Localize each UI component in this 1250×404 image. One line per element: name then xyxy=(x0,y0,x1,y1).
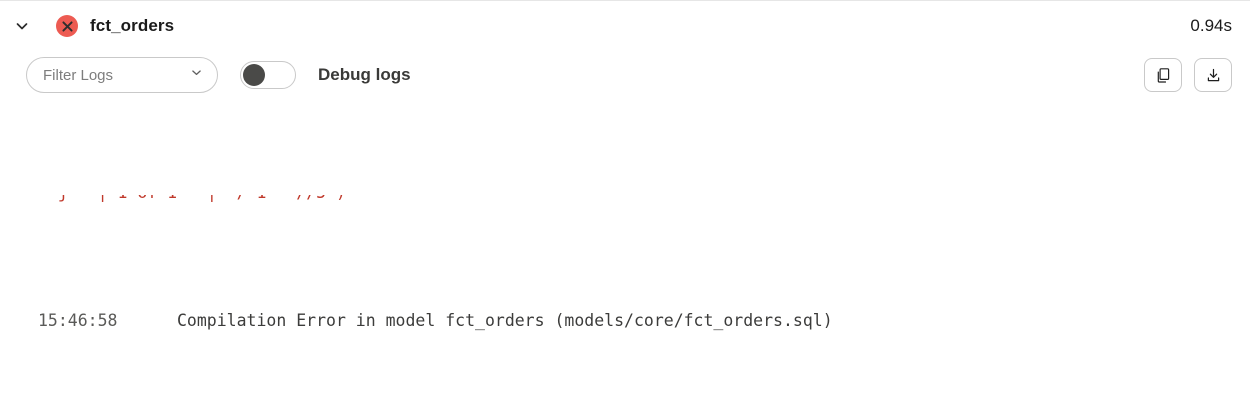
toggle-knob xyxy=(243,64,265,86)
page-title: fct_orders xyxy=(90,16,175,35)
error-circle-x-icon xyxy=(56,15,78,37)
log-timestamp: 15:46:58 xyxy=(38,311,118,330)
copy-logs-button[interactable] xyxy=(1144,58,1182,92)
elapsed-time: 0.94s xyxy=(1190,16,1232,35)
debug-logs-label: Debug logs xyxy=(318,65,411,84)
chevron-down-icon[interactable] xyxy=(8,12,36,40)
log-message: Compilation Error in model fct_orders (m… xyxy=(177,311,833,330)
download-logs-button[interactable] xyxy=(1194,58,1232,92)
copy-icon xyxy=(1155,67,1172,84)
chevron-down-icon xyxy=(190,66,203,84)
debug-logs-toggle[interactable] xyxy=(240,61,296,89)
clipped-log-line: j | 1 of 1 | / 1 //5 ) xyxy=(38,195,1250,209)
clipped-log-text: j | 1 of 1 | / 1 //5 ) xyxy=(38,195,346,209)
log-header: fct_orders 0.94s xyxy=(0,1,1250,51)
log-output[interactable]: j | 1 of 1 | / 1 //5 ) 15:46:58 Compilat… xyxy=(0,99,1250,404)
log-toolbar: Filter Logs Debug logs xyxy=(0,51,1250,99)
log-entry: 15:46:58 Compilation Error in model fct_… xyxy=(38,305,1250,337)
filter-logs-dropdown[interactable]: Filter Logs xyxy=(26,57,218,93)
download-icon xyxy=(1205,67,1222,84)
filter-logs-label: Filter Logs xyxy=(43,66,114,84)
